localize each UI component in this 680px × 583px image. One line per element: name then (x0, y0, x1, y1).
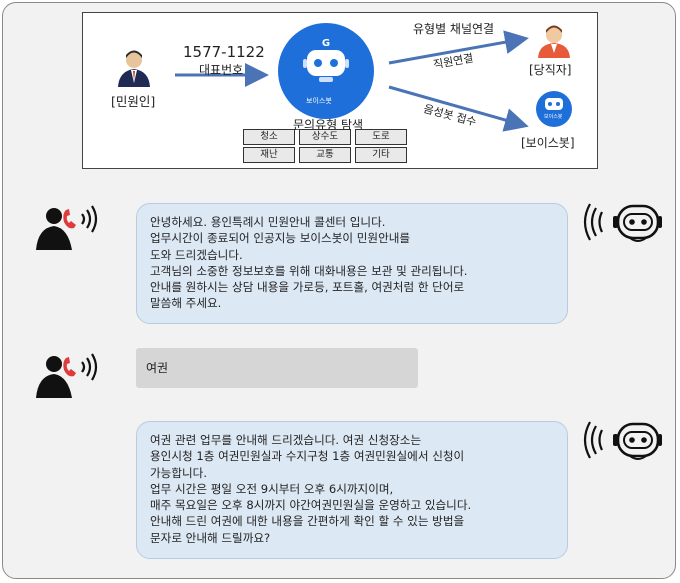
citizen-label: [민원인] (111, 94, 156, 109)
bot-message-line: 매주 목요일은 오후 8시까지 야간여권민원실을 운영하고 있습니다. (150, 498, 472, 513)
voicebot-flow-diagram: G 1577-1122 대표번호 [민원인] 보이스봇 문의유형 탐색 청소 상… (82, 12, 598, 169)
bot-message-line: 문자로 안내해 드릴까요? (150, 530, 271, 545)
bot-message-line: 업무 시간은 평일 오전 9시부터 오후 6시까지이며, (150, 481, 394, 496)
robot-speaking-icon (583, 203, 662, 242)
voicebot-robot-icon: G (278, 23, 374, 119)
voicebot-small-icon (536, 91, 572, 127)
citizen-person-icon (118, 50, 150, 87)
voicebot-small-label: 보이스봇 (544, 114, 563, 120)
bot-message-line: 말씀해 주세요. (150, 296, 222, 311)
phone-caption: 대표번호 (199, 63, 244, 77)
bot-message-line: 안내를 원하시는 상담 내용을 가로등, 포트홀, 여권처럼 한 단어로 (150, 280, 465, 295)
category-tag: 도로 (355, 129, 407, 145)
bot-message-line: 용인시청 1층 여권민원실과 수지구청 1층 여권민원실에서 신청이 (150, 449, 465, 464)
category-tag: 기타 (355, 147, 407, 163)
staff-person-icon (538, 25, 570, 58)
phone-caller-icon (36, 353, 98, 398)
bot-message-line: 안내해 드린 여권에 대한 내용을 간편하게 확인 할 수 있는 방법을 (150, 514, 465, 529)
channel-title: 유형별 채널연결 (413, 22, 495, 36)
category-tag: 교통 (299, 147, 351, 163)
voicebot-center-label: 보이스봇 (306, 97, 332, 105)
bot-message-line: 고객님의 소중한 정보보호를 위해 대화내용은 보관 및 관리됩니다. (150, 263, 468, 278)
category-tag: 상수도 (299, 129, 351, 145)
phone-caller-icon (36, 205, 98, 250)
bot-message-line: 안녕하세요. 용인특례시 민원안내 콜센터 입니다. (150, 215, 386, 229)
robot-speaking-icon (583, 421, 662, 460)
svg-text:G: G (322, 38, 330, 49)
bot-message-bubble: 안녕하세요. 용인특례시 민원안내 콜센터 입니다. 업무시간이 종료되어 인공… (136, 203, 568, 324)
bot-message-line: 가능합니다. (150, 465, 208, 480)
staff-arrow (388, 30, 529, 65)
staff-label: [당직자] (529, 63, 572, 77)
phone-number: 1577-1122 (183, 43, 265, 61)
bot-message-line: 여권 관련 업무를 안내해 드리겠습니다. 여권 신청장소는 (150, 433, 422, 447)
bot-message-line: 업무시간이 종료되어 인공지능 보이스봇이 민원안내를 (150, 231, 411, 246)
bot-message-line: 도와 드리겠습니다. (150, 247, 243, 262)
user-message-bubble: 여권 (136, 348, 418, 388)
bot-message-bubble: 여권 관련 업무를 안내해 드리겠습니다. 여권 신청장소는 용인시청 1층 여… (136, 421, 568, 559)
search-title: 문의유형 탐색 (293, 118, 364, 132)
category-tag: 청소 (243, 129, 295, 145)
voicebot-arrow (388, 85, 529, 132)
voicebot-label: [보이스봇] (521, 136, 575, 150)
category-tag: 재난 (243, 147, 295, 163)
